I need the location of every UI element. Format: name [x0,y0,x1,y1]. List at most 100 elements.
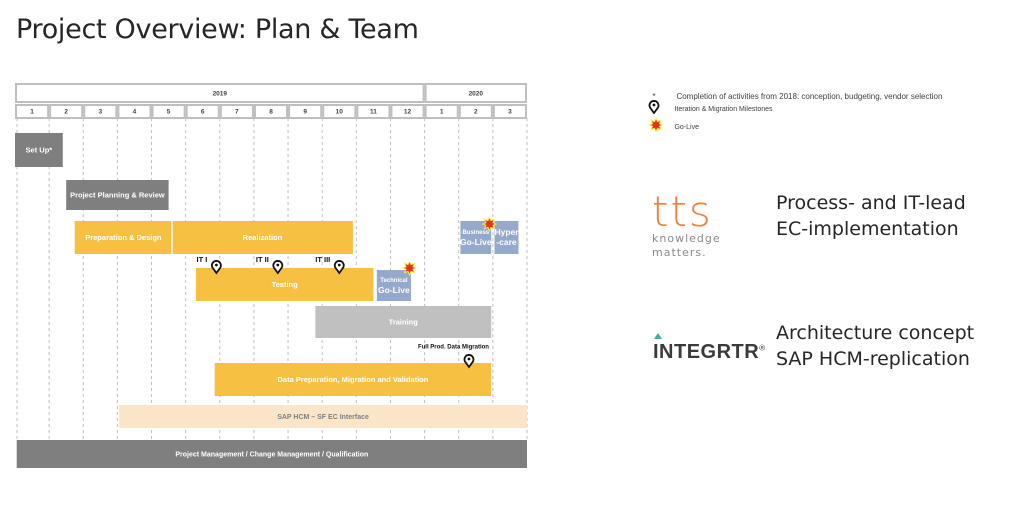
pin-dot [337,263,341,267]
task-bar [16,440,528,468]
tts-logo-tagline-2: matters. [652,246,707,259]
page-title: Project Overview: Plan & Team [16,14,419,45]
golive-box [376,270,411,301]
month-label: 4 [133,109,137,116]
month-header-cell [424,104,459,119]
milestone-label: Full Prod. Data Migration [418,345,489,351]
starburst-icon [648,116,664,133]
legend-item-milestone: Iteration & Migration Milestones [648,98,773,116]
month-header-cell [390,104,425,119]
integrtr-role-line-1: Architecture concept [776,322,975,344]
pin-dot [276,263,280,267]
month-label: 12 [404,109,412,116]
task-label: Project Management / Change Management /… [175,451,368,458]
map-pin-icon [648,99,660,115]
golive-box [494,221,519,254]
task-bar [195,268,374,301]
map-pin-icon [211,260,222,275]
golive-label-small: Hyper [494,227,519,237]
task-bar [15,133,63,167]
golive-label-small: Technical [380,278,408,284]
golive-label-small: Business [462,230,489,236]
month-label: 6 [201,109,205,116]
year-label: 2019 [213,91,228,98]
integrtr-role-description: Architecture concept SAP HCM-replication [776,320,974,372]
month-header-cell [219,104,254,119]
integrtr-role-line-2: SAP HCM-replication [776,348,970,370]
month-header-cell [322,104,357,119]
tts-role-description: Process- and IT-lead EC-implementation [776,190,966,242]
pin-body [463,354,475,369]
month-header-cell [458,104,493,119]
task-label: Project Planning & Review [70,190,165,199]
month-label: 10 [336,109,344,116]
milestone-label: IT I [197,255,208,264]
pin-body [272,260,284,275]
year-header-cell [15,83,425,103]
year-header-cell [424,83,528,103]
month-header-cell [185,104,220,119]
task-bar [315,306,492,338]
tts-role-line-1: Process- and IT-lead [776,192,966,214]
starburst-inner [483,218,495,230]
month-label: 3 [99,109,103,116]
task-label: Preparation & Design [85,233,162,242]
task-label: Realization [243,233,283,242]
legend-label: Iteration & Migration Milestones [674,106,773,113]
month-label: 2 [64,109,68,116]
map-pin-icon [272,260,284,275]
tts-logo-wordmark: tts [652,187,713,236]
month-label: 2 [474,109,478,116]
milestone-label: IT II [256,255,269,264]
legend-item-golive: Go-Live [648,116,699,134]
year-label: 2020 [469,91,484,98]
legend-item-asterisk: * Completion of activities from 2018: co… [648,86,942,104]
starburst-icon [401,260,418,276]
month-label: 1 [30,109,34,116]
map-pin-icon [463,354,475,369]
task-bar [172,221,353,254]
legend-label: Go-Live [674,124,699,131]
integrtr-logo: INTEGRTR® [653,333,766,364]
starburst-inner [404,262,416,274]
month-header-cell [151,104,186,119]
integrtr-logo-wordmark: INTEGRTR [653,341,760,363]
task-bar [66,180,169,210]
registered-mark: ® [759,343,766,353]
tts-role-line-2: EC-implementation [776,218,959,240]
starburst-icon [481,216,498,232]
month-header-cell [492,104,528,119]
month-header-cell [253,104,289,119]
month-header-cell [15,104,50,119]
month-header-cell [49,104,84,119]
month-header-cell [83,104,118,119]
month-header-cell [356,104,391,119]
pin-dot [214,263,218,267]
task-label: Data Preparation, Migration and Validati… [277,375,428,384]
month-header-cell [288,104,323,119]
asterisk-icon: * [652,92,656,101]
month-label: 3 [508,109,512,116]
month-label: 8 [269,109,273,116]
integrtr-triangle-icon [654,333,662,339]
month-label: 1 [440,109,444,116]
month-label: 7 [235,109,239,116]
golive-label: Go-Live [460,237,492,247]
pin-body [333,260,345,275]
task-bar [214,363,492,396]
task-bar [119,405,528,428]
golive-label: -care [496,237,517,247]
golive-label: Go-Live [378,285,410,295]
task-label: SAP HCM – SF EC Interface [277,414,369,421]
month-label: 9 [303,109,307,116]
month-label: 5 [167,109,171,116]
pin-body [211,260,222,275]
task-label: Training [389,317,419,326]
task-label: Set Up* [26,145,53,154]
pin-dot [467,357,471,361]
month-header-cell [117,104,152,119]
tts-logo-tagline-1: knowledge [652,232,721,245]
month-label: 11 [370,109,377,116]
milestone-label: IT III [315,255,330,264]
